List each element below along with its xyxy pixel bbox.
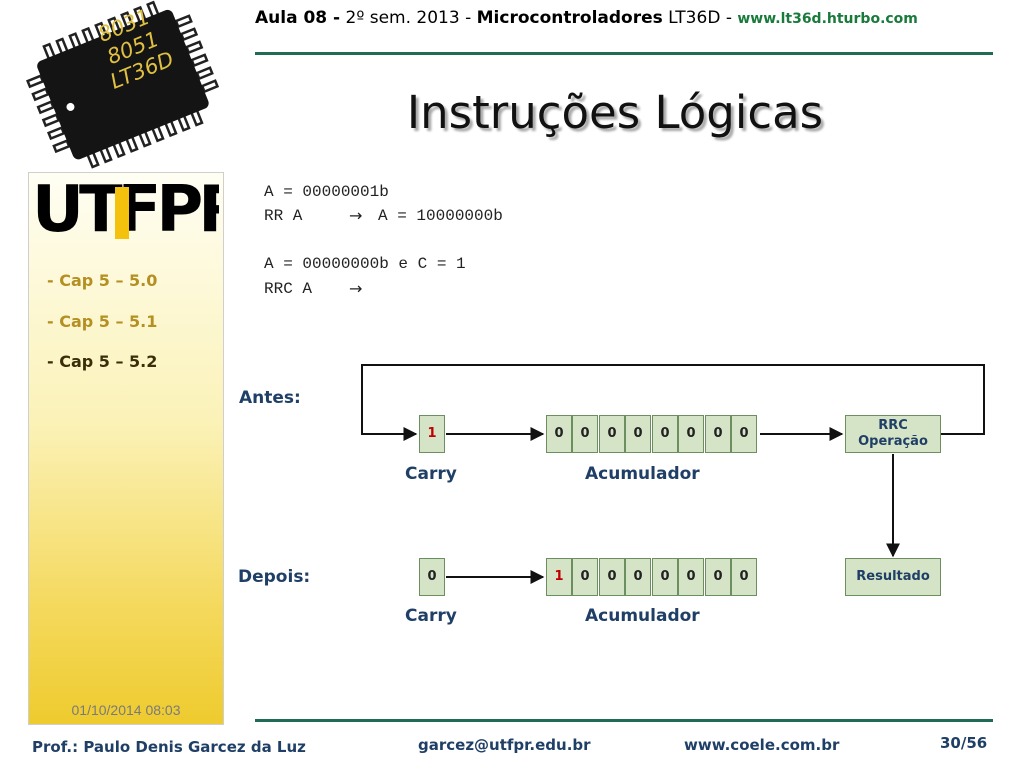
header-code: LT36D - bbox=[668, 8, 732, 28]
acc-after-bit: 0 bbox=[625, 558, 651, 596]
arrow-right-icon: → bbox=[349, 206, 363, 225]
rrc-op-line-1: RRC bbox=[878, 418, 908, 433]
sidebar: UTFPR - Cap 5 – 5.0 - Cap 5 – 5.1 - Cap … bbox=[28, 172, 224, 725]
acc-before-bit: 0 bbox=[652, 415, 678, 453]
acc-before-bit: 0 bbox=[572, 415, 598, 453]
header-line: Aula 08 - 2º sem. 2013 - Microcontrolado… bbox=[255, 8, 995, 28]
arrow-right-icon: → bbox=[349, 279, 363, 298]
header-site-link[interactable]: www.lt36d.hturbo.com bbox=[737, 11, 918, 27]
acc-before-bit: 0 bbox=[546, 415, 572, 453]
acc-label-before: Acumulador bbox=[585, 464, 700, 484]
result-box: Resultado bbox=[845, 558, 941, 596]
carry-before-cell: 1 bbox=[419, 415, 445, 453]
acc-before-bit: 0 bbox=[599, 415, 625, 453]
carry-label-after: Carry bbox=[405, 606, 457, 626]
sidebar-item-cap-5-0[interactable]: - Cap 5 – 5.0 bbox=[47, 271, 158, 290]
sidebar-item-cap-5-2[interactable]: - Cap 5 – 5.2 bbox=[47, 352, 158, 371]
page-number: 30/56 bbox=[940, 734, 988, 752]
code-line-3: A = 00000000b e C = 1 bbox=[264, 255, 466, 273]
after-label: Depois: bbox=[238, 567, 311, 587]
rrc-op-line-2: Operação bbox=[858, 434, 928, 449]
chip-logo bbox=[26, 0, 220, 169]
footer-divider bbox=[255, 719, 993, 722]
code-line-1: A = 00000001b bbox=[264, 183, 389, 201]
acc-after-bit: 0 bbox=[731, 558, 757, 596]
utfpr-logo-accent bbox=[115, 187, 129, 239]
footer-email-link[interactable]: garcez@utfpr.edu.br bbox=[418, 736, 591, 754]
header-semester: 2º sem. 2013 - bbox=[345, 8, 472, 28]
slide-title: Instruções Lógicas bbox=[406, 86, 824, 139]
footer-site-link[interactable]: www.coele.com.br bbox=[684, 736, 840, 754]
header-course: Microcontroladores bbox=[476, 8, 663, 28]
acc-after-bit: 1 bbox=[546, 558, 572, 596]
acc-before-bit: 0 bbox=[705, 415, 731, 453]
slide-date: 01/10/2014 08:03 bbox=[71, 702, 181, 718]
carry-label-before: Carry bbox=[405, 464, 457, 484]
code-line-4: RRC A bbox=[264, 280, 313, 298]
footer-author: Prof.: Paulo Denis Garcez da Luz bbox=[32, 738, 306, 756]
code-line-2b: A = 10000000b bbox=[378, 207, 503, 225]
rrc-operation-box: RRC Operação bbox=[845, 415, 941, 453]
acc-after-bit: 0 bbox=[572, 558, 598, 596]
header-divider bbox=[255, 52, 993, 55]
acc-after-bit: 0 bbox=[705, 558, 731, 596]
acc-after-bit: 0 bbox=[678, 558, 704, 596]
header-aula: Aula 08 - bbox=[255, 8, 341, 28]
sidebar-item-cap-5-1[interactable]: - Cap 5 – 5.1 bbox=[47, 312, 158, 331]
acc-after-bit: 0 bbox=[652, 558, 678, 596]
code-line-2a: RR A bbox=[264, 207, 303, 225]
utfpr-logo: UTFPR bbox=[33, 179, 219, 245]
before-label: Antes: bbox=[239, 388, 301, 408]
acc-before-bit: 0 bbox=[625, 415, 651, 453]
acc-label-after: Acumulador bbox=[585, 606, 700, 626]
acc-after-bit: 0 bbox=[599, 558, 625, 596]
acc-before-bit: 0 bbox=[678, 415, 704, 453]
carry-after-cell: 0 bbox=[419, 558, 445, 596]
acc-before-bit: 0 bbox=[731, 415, 757, 453]
feedback-loop-line bbox=[361, 364, 985, 441]
